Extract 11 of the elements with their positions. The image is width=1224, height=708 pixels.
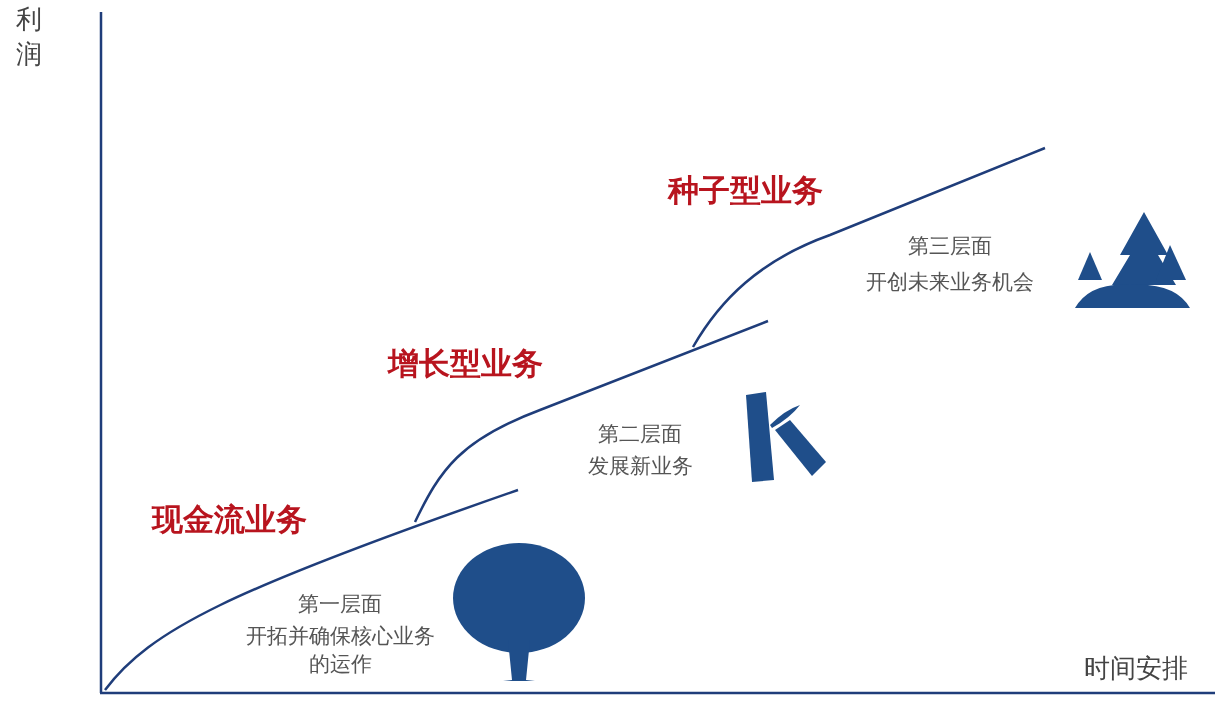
- horizon-heading: 第二层面: [597, 421, 683, 448]
- axis-title: 利润: [16, 3, 43, 71]
- horizon-description: 开创未来业务机会: [865, 269, 1035, 296]
- horizon-description: 开拓并确保核心业务的运作: [245, 623, 436, 678]
- category-title: 现金流业务: [152, 500, 307, 539]
- category-title: 增长型业务: [388, 344, 543, 383]
- category-title: 种子型业务: [668, 171, 823, 210]
- horizon-heading: 第三层面: [907, 233, 993, 260]
- axis-title: 时间安排: [1084, 652, 1189, 685]
- horizon-description: 发展新业务: [586, 453, 694, 480]
- horizon-heading: 第一层面: [297, 591, 383, 618]
